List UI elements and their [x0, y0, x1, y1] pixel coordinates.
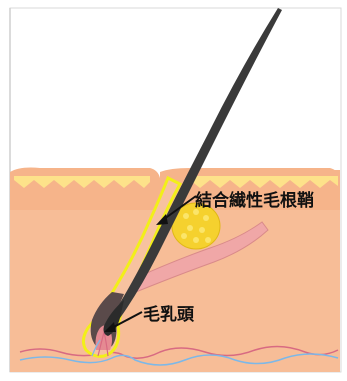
- dermal-papilla-label: 毛乳頭: [143, 300, 194, 325]
- connective-tissue-sheath-label: 結合繊性毛根鞘: [195, 186, 314, 211]
